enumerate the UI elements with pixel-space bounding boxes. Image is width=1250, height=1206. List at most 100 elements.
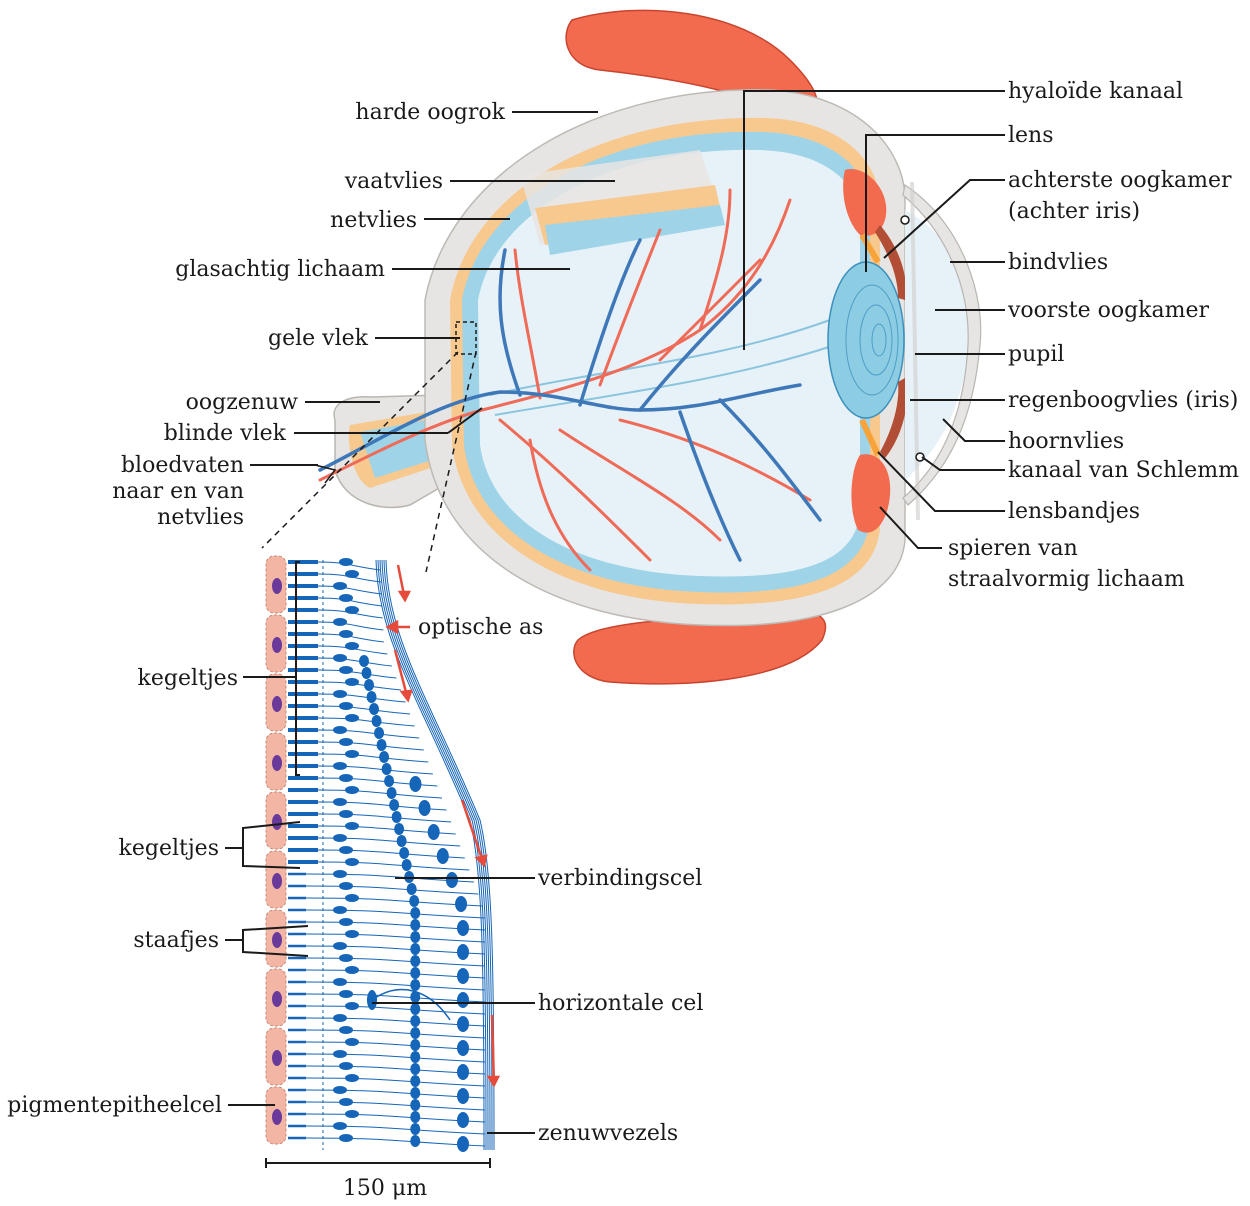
nerve-fiber — [306, 1126, 485, 1134]
label-spieren-line1: spieren van — [948, 536, 1078, 561]
cell-nucleus — [272, 1050, 282, 1066]
nerve-fiber — [306, 1006, 485, 1014]
cell-nucleus — [272, 696, 282, 712]
bipolar-cell — [379, 751, 389, 763]
label-regenboogvlies: regenboogvlies (iris) — [1008, 388, 1238, 413]
bipolar-cell — [402, 859, 412, 871]
photoreceptor-body — [333, 942, 347, 950]
bipolar-cell — [410, 1063, 420, 1075]
ganglion-cell — [457, 968, 469, 984]
bipolar-cell — [364, 679, 374, 691]
photoreceptor-body — [333, 618, 347, 626]
nerve-fiber — [306, 982, 485, 990]
nerve-fiber — [318, 706, 410, 714]
ganglion-cell — [457, 1112, 469, 1128]
nerve-fiber — [318, 682, 401, 690]
label-bloedvaten-line2: naar en van — [112, 479, 244, 504]
photoreceptor-body — [333, 906, 347, 914]
nerve-fiber — [306, 958, 485, 966]
photoreceptor-body — [345, 570, 359, 578]
bipolar-cell — [372, 715, 382, 727]
pigment-epithelium — [266, 556, 286, 1144]
photoreceptor-body — [345, 678, 359, 686]
label-bindvlies: bindvlies — [1008, 250, 1108, 275]
label-horizontale-cel: horizontale cel — [538, 991, 703, 1016]
photoreceptor-body — [339, 1062, 353, 1070]
photoreceptor-body — [333, 798, 347, 806]
ganglion-cell — [437, 848, 449, 864]
photoreceptor-body — [339, 810, 353, 818]
nerve-fiber — [306, 934, 485, 942]
bipolar-cell — [377, 739, 387, 751]
photoreceptor-body — [345, 966, 359, 974]
nerve-fiber — [318, 730, 419, 738]
nerve-fiber — [306, 1102, 485, 1110]
nerve-fiber — [318, 586, 382, 594]
photoreceptor-body — [345, 786, 359, 794]
retina-detail — [266, 556, 498, 1168]
ganglion-cell — [428, 824, 440, 840]
label-achterste-oogkamer-line2: (achter iris) — [1008, 199, 1140, 224]
label-harde-oogrok: harde oogrok — [355, 100, 505, 125]
bipolar-cell — [409, 895, 419, 907]
photoreceptor-body — [333, 726, 347, 734]
photoreceptor-body — [333, 762, 347, 770]
label-zenuwvezels: zenuwvezels — [538, 1121, 678, 1146]
label-pigmentepitheelcel: pigmentepitheelcel — [7, 1093, 222, 1118]
label-bloedvaten-line3: netvlies — [157, 505, 244, 530]
nerve-fiber — [306, 1054, 485, 1062]
photoreceptor-body — [345, 642, 359, 650]
nerve-fiber — [318, 790, 442, 798]
photoreceptor-body — [333, 834, 347, 842]
photoreceptor-body — [333, 690, 347, 698]
ganglion-cell — [457, 1064, 469, 1080]
lens — [828, 262, 904, 418]
nerve-fiber — [306, 1030, 485, 1038]
nerve-fiber — [306, 1078, 485, 1086]
retina-cell-layer — [288, 558, 494, 1152]
label-kegeltjes-mid: kegeltjes — [119, 836, 219, 861]
bipolar-cell — [410, 1135, 420, 1147]
bipolar-cell — [369, 703, 379, 715]
cell-nucleus — [272, 932, 282, 948]
photoreceptor-body — [339, 846, 353, 854]
bipolar-cell — [410, 955, 420, 967]
label-pupil: pupil — [1008, 342, 1064, 367]
bipolar-cell — [374, 727, 384, 739]
cell-nucleus — [272, 873, 282, 889]
photoreceptor-body — [345, 930, 359, 938]
nerve-fiber — [318, 670, 396, 678]
bipolar-cell — [382, 763, 392, 775]
cell-nucleus — [272, 1109, 282, 1125]
photoreceptor-body — [339, 702, 353, 710]
label-lensbandjes: lensbandjes — [1008, 499, 1140, 524]
photoreceptor-body — [339, 594, 353, 602]
bipolar-cell — [397, 835, 407, 847]
bipolar-cell — [399, 847, 409, 859]
ganglion-cell — [446, 872, 458, 888]
bipolar-cell — [394, 823, 404, 835]
photoreceptor-body — [333, 978, 347, 986]
bipolar-cell — [410, 919, 420, 931]
label-hoornvlies: hoornvlies — [1008, 429, 1124, 454]
label-oogzenuw: oogzenuw — [186, 390, 299, 415]
photoreceptor-body — [339, 1134, 353, 1142]
label-glasachtig-lichaam: glasachtig lichaam — [175, 257, 385, 282]
bipolar-cell — [410, 1111, 420, 1123]
photoreceptor-body — [345, 858, 359, 866]
photoreceptor-body — [345, 606, 359, 614]
label-kegeltjes-top: kegeltjes — [138, 666, 238, 691]
bipolar-cell — [367, 691, 377, 703]
cell-nucleus — [272, 637, 282, 653]
label-optische-as: optische as — [418, 615, 543, 640]
photoreceptor-body — [339, 558, 353, 566]
cell-nucleus — [272, 814, 282, 830]
nerve-fiber — [318, 694, 406, 702]
nerve-fiber — [318, 622, 383, 630]
label-bloedvaten-line1: bloedvaten — [121, 453, 244, 478]
photoreceptor-body — [345, 894, 359, 902]
bipolar-cell — [410, 1039, 420, 1051]
bipolar-cell — [359, 655, 369, 667]
cell-nucleus — [272, 755, 282, 771]
